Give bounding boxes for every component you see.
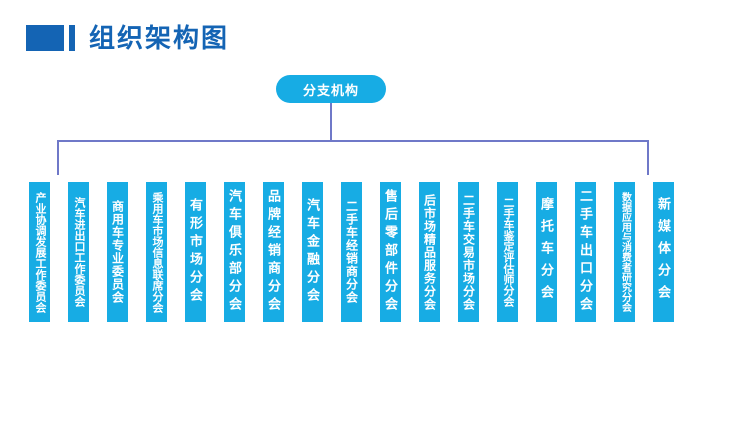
connector-root-stem [330, 103, 332, 141]
title-accent-block [26, 25, 64, 51]
org-branch-label: 乘用车市场信息联席分会 [151, 191, 163, 313]
org-branch-label: 汽车进出口工作委员会 [73, 197, 85, 307]
org-branch-label: 二手车出口分会 [578, 189, 593, 315]
org-branch-label: 商用车专业委员会 [110, 200, 125, 304]
org-branch-label: 数据应用与消费者研究分会 [619, 192, 631, 312]
connector-left-drop [57, 140, 59, 175]
org-branch-label: 售后零部件分会 [383, 189, 398, 315]
page-header: 组织架构图 [0, 18, 229, 58]
org-branch-node[interactable]: 二手车经销商分会 [341, 182, 362, 322]
org-branch-node[interactable]: 汽车俱乐部分会 [224, 182, 245, 322]
org-branch-label: 二手车经销商分会 [344, 200, 359, 304]
org-branch-node[interactable]: 数据应用与消费者研究分会 [614, 182, 635, 322]
org-branch-node[interactable]: 汽车进出口工作委员会 [68, 182, 89, 322]
connector-right-drop [647, 140, 649, 175]
org-branch-node[interactable]: 汽车金融分会 [302, 182, 323, 322]
org-branch-node[interactable]: 品牌经销商分会 [263, 182, 284, 322]
org-branch-label: 新媒体分会 [656, 197, 671, 307]
org-branch-label: 摩托车分会 [539, 197, 554, 307]
org-branch-label: 产业协调发展工作委员会 [34, 191, 46, 313]
org-branch-node[interactable]: 售后零部件分会 [380, 182, 401, 322]
org-branch-node[interactable]: 二手车交易市场分会 [458, 182, 479, 322]
org-branch-node[interactable]: 有形市场分会 [185, 182, 206, 322]
org-branch-node[interactable]: 乘用车市场信息联席分会 [146, 182, 167, 322]
org-branch-label: 汽车金融分会 [305, 198, 320, 306]
title-accent-bar [69, 25, 75, 51]
org-branch-node[interactable]: 产业协调发展工作委员会 [29, 182, 50, 322]
org-branch-node[interactable]: 商用车专业委员会 [107, 182, 128, 322]
org-branch-node[interactable]: 后市场精品服务分会 [419, 182, 440, 322]
org-branch-label: 汽车俱乐部分会 [227, 189, 242, 315]
org-branch-node[interactable]: 摩托车分会 [536, 182, 557, 322]
org-branch-label: 后市场精品服务分会 [422, 193, 437, 311]
org-branch-label: 有形市场分会 [188, 198, 203, 306]
connector-horizontal-bus [57, 140, 649, 142]
org-branch-node[interactable]: 二手车鉴定评估师分会 [497, 182, 518, 322]
org-branch-node[interactable]: 二手车出口分会 [575, 182, 596, 322]
org-branch-node[interactable]: 新媒体分会 [653, 182, 674, 322]
org-branch-label: 品牌经销商分会 [266, 189, 281, 315]
org-branch-label: 二手车鉴定评估师分会 [502, 197, 514, 307]
page-title: 组织架构图 [89, 23, 230, 53]
org-root-node[interactable]: 分支机构 [276, 75, 386, 103]
org-branch-label: 二手车交易市场分会 [461, 193, 476, 311]
org-branch-row: 产业协调发展工作委员会 汽车进出口工作委员会 商用车专业委员会 乘用车市场信息联席分会… [29, 182, 721, 324]
